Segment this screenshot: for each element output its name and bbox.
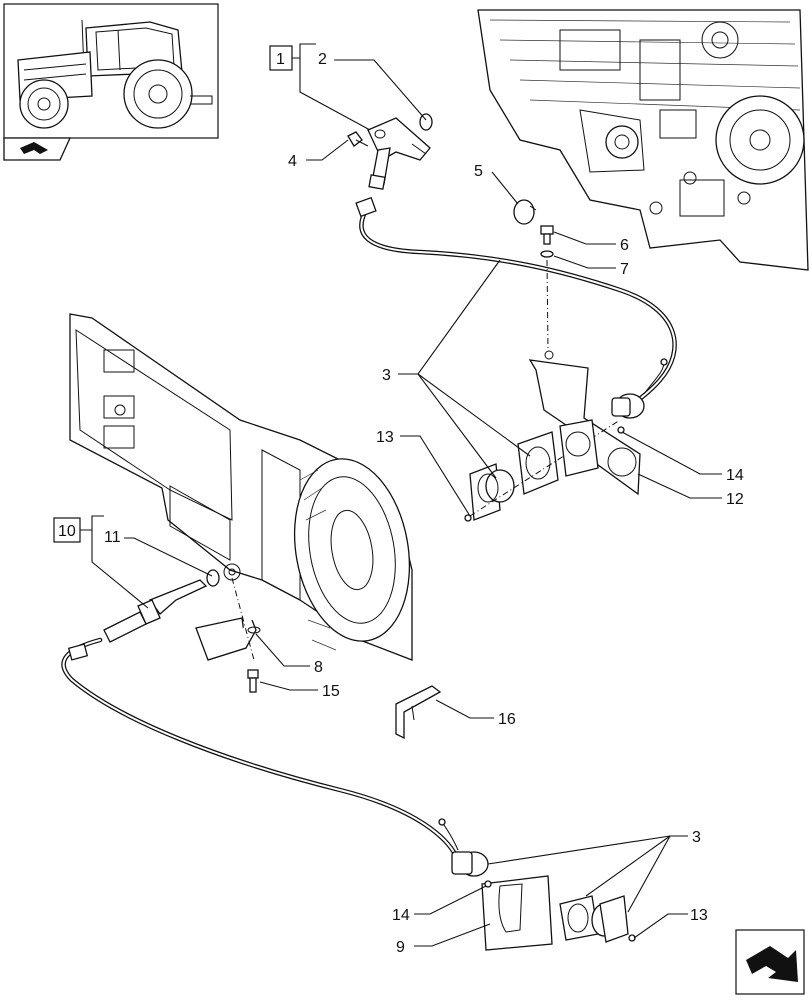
callout-11: 11 <box>104 529 121 546</box>
callout-2: 2 <box>318 51 327 68</box>
lower-speed-sensor-part <box>103 569 220 643</box>
lower-sensor-cable <box>61 637 489 877</box>
callout-labels: 1 2 4 5 6 7 3 13 14 12 10 11 8 15 16 3 1… <box>58 51 744 956</box>
lower-sensor-housing-part <box>591 895 636 943</box>
bolt-part <box>540 225 554 245</box>
upper-sensor-cable <box>355 196 677 419</box>
protective-cap-part <box>513 199 537 225</box>
callout-leaders <box>80 43 722 947</box>
lower-guard-part <box>195 617 261 661</box>
upper-gasket-part <box>517 431 559 495</box>
callout-12: 12 <box>726 491 744 508</box>
callout-3-lower: 3 <box>692 829 701 846</box>
tractor-thumbnail-icon <box>3 3 219 161</box>
callout-10: 10 <box>58 523 76 540</box>
callout-9: 9 <box>396 939 405 956</box>
lower-mounting-plate-part <box>481 875 553 951</box>
callout-15: 15 <box>322 683 340 700</box>
cable-clip-part <box>395 685 442 740</box>
washer-part <box>540 250 554 258</box>
next-page-arrow-icon[interactable] <box>735 929 805 995</box>
callout-14-upper: 14 <box>726 467 744 484</box>
page-arrow-icon[interactable] <box>20 142 48 154</box>
callout-1: 1 <box>276 51 285 68</box>
callout-6: 6 <box>620 237 629 254</box>
callout-16: 16 <box>498 711 516 728</box>
callout-13-lower: 13 <box>690 907 708 924</box>
upper-speed-sensor-part <box>347 113 433 190</box>
callout-3-upper: 3 <box>382 367 391 384</box>
callout-box-1 <box>269 45 293 71</box>
callout-box-10 <box>53 517 81 543</box>
lower-bolt-part <box>247 669 259 693</box>
upper-cover-plate-part <box>559 419 599 477</box>
transmission-housing-illustration <box>69 313 413 661</box>
engine-block-illustration <box>477 9 809 271</box>
callout-14-lower: 14 <box>392 907 410 924</box>
upper-sensor-housing-part <box>464 463 515 522</box>
callout-5: 5 <box>474 163 483 180</box>
callout-8: 8 <box>314 659 323 676</box>
callout-4: 4 <box>288 153 297 170</box>
callout-7: 7 <box>620 261 629 278</box>
callout-13-upper: 13 <box>376 429 394 446</box>
